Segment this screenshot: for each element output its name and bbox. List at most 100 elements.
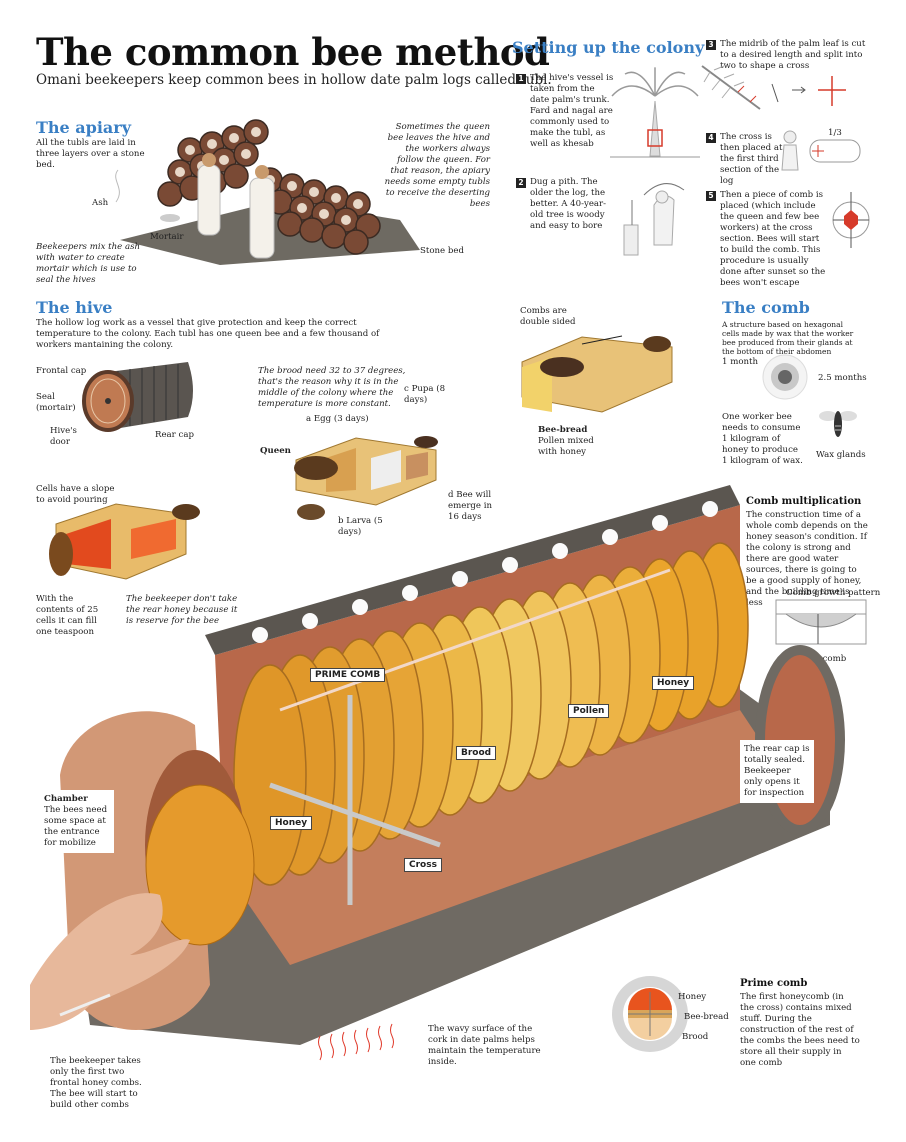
step-1-text: The hive's vessel is taken from the date… (530, 73, 614, 149)
step-3-number: 3 (706, 40, 716, 50)
emerge-letter: d (448, 490, 454, 500)
seal-label: Seal (mortair) (36, 392, 76, 413)
growth-pattern-label: Comb growth pattern (786, 588, 881, 598)
egg-letter: a (306, 414, 312, 424)
main-hive-cutaway (30, 485, 845, 1061)
cross-horizontal (269, 782, 441, 848)
frontal-cap-label: Frontal cap (36, 366, 87, 376)
cells-slope-note: Cells have a slope to avoid pouring (36, 484, 115, 505)
wavy-note: The wavy surface of the cork in date pal… (428, 1024, 541, 1067)
setup-heading: Setting up the colony (512, 38, 705, 57)
direction-arrow-top (279, 568, 671, 712)
fraction-label: 1/3 (828, 128, 842, 138)
beekeeper-hand (30, 893, 190, 1030)
palm-leaf-cross-illustration (701, 65, 846, 110)
ash-label: Ash (92, 198, 109, 208)
rear-honey-note: The beekeeper don't take the rear honey … (126, 594, 238, 626)
top-bark (205, 485, 740, 655)
step-2-number: 2 (516, 178, 526, 188)
step-5-number: 5 (706, 191, 716, 201)
worker-bee-icon (819, 411, 857, 437)
cross-placement-illustration (781, 130, 861, 171)
chamber-heading: Chamber (44, 794, 88, 804)
page-subtitle: Omani beekeepers keep common bees in hol… (36, 72, 552, 88)
hive-intro: The hollow log work as a vessel that giv… (36, 318, 380, 350)
teaspoon-note: With the contents of 25 cells it can fil… (36, 594, 99, 637)
comb-heading: The comb (722, 298, 810, 317)
prime-comb-diagram (612, 976, 688, 1052)
brood-cells-illustration (294, 436, 438, 520)
boring-illustration (623, 183, 685, 256)
egg-label: a Egg (3 days) (306, 414, 369, 425)
mortair-label: Mortair (150, 232, 184, 242)
larva-text: Larva (5 days) (338, 516, 383, 537)
queen-label: Queen (260, 446, 291, 456)
prime-honey-label: Honey (678, 992, 707, 1002)
one-month-label: 1 month (722, 357, 759, 367)
brood-tag: Brood (456, 746, 497, 760)
prime-heading: Prime comb (740, 978, 808, 989)
multiplication-heading: Comb multiplication (746, 496, 862, 507)
prime-text: The first honeycomb (in the cross) conta… (740, 992, 860, 1068)
multiplication-text: The construction time of a whole comb de… (746, 510, 868, 608)
heat-waves (318, 1023, 394, 1061)
two-half-months-label: 2.5 months (818, 373, 867, 383)
double-sided-label: Combs are double sided (520, 306, 576, 327)
egg-text: Egg (3 days) (313, 414, 369, 424)
step-3-text: The midrib of the palm leaf is cut to a … (720, 39, 866, 71)
honey-rear-tag: Honey (652, 676, 695, 690)
front-honey-comb (145, 784, 255, 946)
mortair-pile (160, 214, 180, 222)
hive-heading: The hive (36, 298, 113, 317)
step-1-number: 1 (516, 74, 526, 84)
beekeeper-takes-note: The beekeeper takes only the first two f… (50, 1056, 142, 1110)
pupa-letter: c (404, 384, 409, 394)
bee-bread-label: Bee-bread (538, 425, 588, 435)
apiary-illustration (115, 119, 420, 265)
pollen-tag: Pollen (568, 704, 610, 718)
ash-smoke (115, 169, 120, 203)
step-2-text: Dug a pith. The older the log, the bette… (530, 177, 607, 231)
rear-cap-label: Rear cap (155, 430, 194, 440)
larva-label: b Larva (5 days) (338, 516, 388, 538)
double-sided-comb-illustration (521, 335, 673, 413)
direction-arrow-bottom (59, 993, 111, 1017)
ash-note: Beekeepers mix the ash with water to cre… (36, 242, 141, 285)
step-4-number: 4 (706, 133, 716, 143)
chamber-callout: Chamber The bees need some space at the … (40, 790, 114, 853)
tubl-log-illustration (82, 362, 193, 432)
growth-pattern-chart (775, 599, 867, 645)
emerge-label: d Bee will emerge in 16 days (448, 490, 498, 523)
emerge-text: Bee will emerge in 16 days (448, 490, 493, 522)
pupa-label: c Pupa (8 days) (404, 384, 454, 406)
palm-tree-illustration (610, 67, 700, 158)
rear-cap-callout: The rear cap is totally sealed. Beekeepe… (740, 740, 814, 803)
page-title: The common bee method (36, 30, 550, 74)
wax-glands-label: Wax glands (816, 450, 866, 460)
log-stack (157, 119, 381, 255)
step-5-text: Then a piece of comb is placed (which in… (720, 190, 826, 288)
brood-temperature-note: The brood need 32 to 37 degrees, that's … (258, 366, 406, 409)
pupa-text: Pupa (8 days) (404, 384, 446, 405)
chamber-desc: The bees need some space at the entrance… (44, 805, 108, 848)
beekeeper-figures (197, 153, 275, 259)
comb-intro: A structure based on hexagonal cells mad… (722, 320, 854, 356)
queen-note: Sometimes the queen bee leaves the hive … (384, 122, 490, 209)
bark-scallops (252, 501, 718, 643)
stone-bed-label: Stone bed (420, 246, 464, 256)
prime-bee-bread-label: Bee-bread (684, 1012, 729, 1022)
wax-consume-note: One worker bee needs to consume 1 kilogr… (722, 412, 803, 466)
honey-front-tag: Honey (270, 816, 313, 830)
bee-bread-desc: Pollen mixed with honey (538, 436, 594, 457)
comb-placement-illustration (832, 192, 870, 248)
hives-door-label: Hive's door (50, 426, 77, 447)
apiary-intro: All the tubls are laid in three layers o… (36, 138, 145, 170)
cross-tag: Cross (404, 858, 442, 872)
prime-comb-tag: PRIME COMB (310, 668, 386, 682)
prime-brood-label: Brood (682, 1032, 709, 1042)
rear-cap-desc: The rear cap is totally sealed. Beekeepe… (744, 744, 810, 798)
apiary-heading: The apiary (36, 118, 132, 137)
step-4-text: The cross is then placed at the first th… (720, 132, 783, 186)
comb-age-illustration (762, 354, 808, 400)
larva-letter: b (338, 516, 344, 526)
